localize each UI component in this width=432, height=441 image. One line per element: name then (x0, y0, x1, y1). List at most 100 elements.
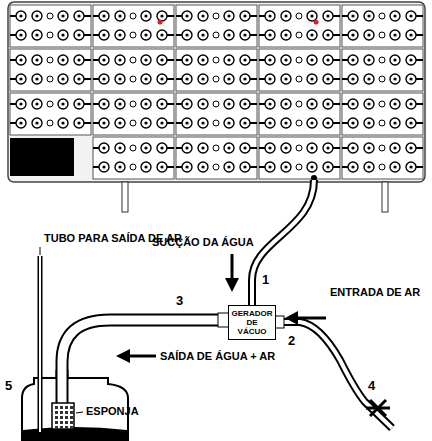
battery-cell (10, 93, 91, 135)
terminal-dot (310, 14, 313, 17)
battery-cell (259, 49, 340, 91)
terminal-dot (268, 58, 271, 61)
terminal (348, 55, 358, 65)
flow-arrow (231, 254, 234, 280)
battery-cell (176, 5, 257, 47)
terminal-dot (19, 33, 22, 36)
sponge-cell (65, 421, 68, 424)
terminal (58, 118, 68, 128)
terminal (348, 162, 358, 172)
terminal-dot (118, 33, 121, 36)
terminal (348, 99, 358, 109)
terminal (141, 118, 151, 128)
terminal-dot (160, 14, 163, 17)
strap (176, 78, 182, 80)
terminal (265, 55, 275, 65)
terminal-dot (393, 58, 396, 61)
bank-leg (122, 182, 128, 212)
terminal (240, 143, 250, 153)
black-block (10, 138, 74, 176)
terminal (364, 118, 374, 128)
terminal (58, 55, 68, 65)
terminal-dot (19, 102, 22, 105)
vent-cap (130, 145, 136, 151)
terminal-dot (393, 165, 396, 168)
callout-number: 5 (5, 378, 12, 393)
terminal (99, 143, 109, 153)
terminal (348, 118, 358, 128)
terminal-dot (61, 58, 64, 61)
terminal (157, 11, 167, 21)
vent-cap (47, 120, 53, 126)
vent-cap (130, 32, 136, 38)
terminal-dot (243, 33, 246, 36)
vent-cap (379, 145, 385, 151)
terminal-dot (243, 165, 246, 168)
battery-cell (259, 93, 340, 135)
strap (84, 103, 91, 105)
leader-line (40, 247, 41, 255)
strap (93, 147, 99, 149)
terminal (348, 143, 358, 153)
terminal-dot (310, 33, 313, 36)
strap (84, 34, 91, 36)
terminal (281, 11, 291, 21)
battery-cell (176, 93, 257, 135)
terminal (364, 11, 374, 21)
sponge-cell (55, 421, 58, 424)
battery-cell (93, 49, 174, 91)
battery-cell (10, 49, 91, 91)
terminal (281, 30, 291, 40)
terminal (74, 99, 84, 109)
terminal-dot (243, 121, 246, 124)
valve-symbol (366, 400, 390, 416)
vent-cap (213, 13, 219, 19)
terminal-dot (409, 14, 412, 17)
callout-number: 1 (262, 272, 269, 287)
vent-cap (379, 57, 385, 63)
terminal (16, 74, 26, 84)
red-mark (314, 20, 319, 25)
vent-cap (379, 32, 385, 38)
terminal-dot (160, 102, 163, 105)
strap (416, 122, 423, 124)
strap (333, 166, 340, 168)
strap (93, 34, 99, 36)
terminal-dot (77, 58, 80, 61)
terminal-dot (409, 102, 412, 105)
drops (55, 433, 72, 438)
terminal-dot (160, 165, 163, 168)
terminal (390, 11, 400, 21)
terminal (16, 99, 26, 109)
terminal (198, 99, 208, 109)
terminal (323, 30, 333, 40)
terminal (323, 55, 333, 65)
terminal (99, 99, 109, 109)
vent-cap (130, 13, 136, 19)
vent-cap (47, 101, 53, 107)
terminal (157, 162, 167, 172)
terminal-dot (102, 165, 105, 168)
sponge-cell (55, 406, 58, 409)
outlet-hose-end-inner (58, 370, 67, 404)
terminal-dot (310, 77, 313, 80)
vent-cap (379, 13, 385, 19)
terminal-dot (284, 102, 287, 105)
terminal-dot (61, 33, 64, 36)
terminal-dot (409, 58, 412, 61)
terminal (281, 99, 291, 109)
terminal-dot (77, 102, 80, 105)
part-label: ESPONJA (86, 405, 139, 418)
terminal-dot (77, 33, 80, 36)
terminal (240, 11, 250, 21)
strap (167, 147, 174, 149)
terminal-dot (393, 77, 396, 80)
terminal (99, 11, 109, 21)
terminal-dot (201, 58, 204, 61)
terminal (265, 11, 275, 21)
terminal-dot (160, 146, 163, 149)
sponge-cell (60, 426, 63, 429)
strap (10, 34, 16, 36)
terminal-dot (102, 121, 105, 124)
terminal (307, 30, 317, 40)
